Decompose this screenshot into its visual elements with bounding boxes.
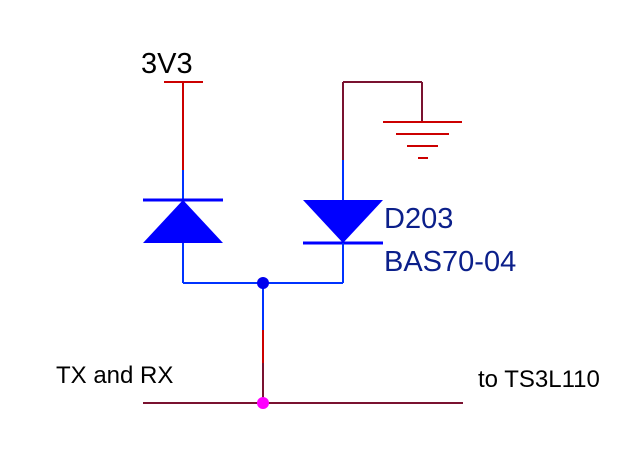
ground-symbol <box>383 121 462 159</box>
net-junction-dot <box>257 397 269 409</box>
junction-dot <box>257 277 269 289</box>
wire-diode-to-ground <box>342 81 423 160</box>
power-net-label: 3V3 <box>141 48 193 80</box>
right-net-label: to TS3L110 <box>478 366 600 393</box>
left-net-label: TX and RX <box>56 362 174 389</box>
diode-right <box>303 160 383 283</box>
component-part-number: BAS70-04 <box>384 246 517 278</box>
diode-left <box>143 170 223 283</box>
component-designator: D203 <box>384 203 454 235</box>
power-port-3v3 <box>164 81 203 122</box>
